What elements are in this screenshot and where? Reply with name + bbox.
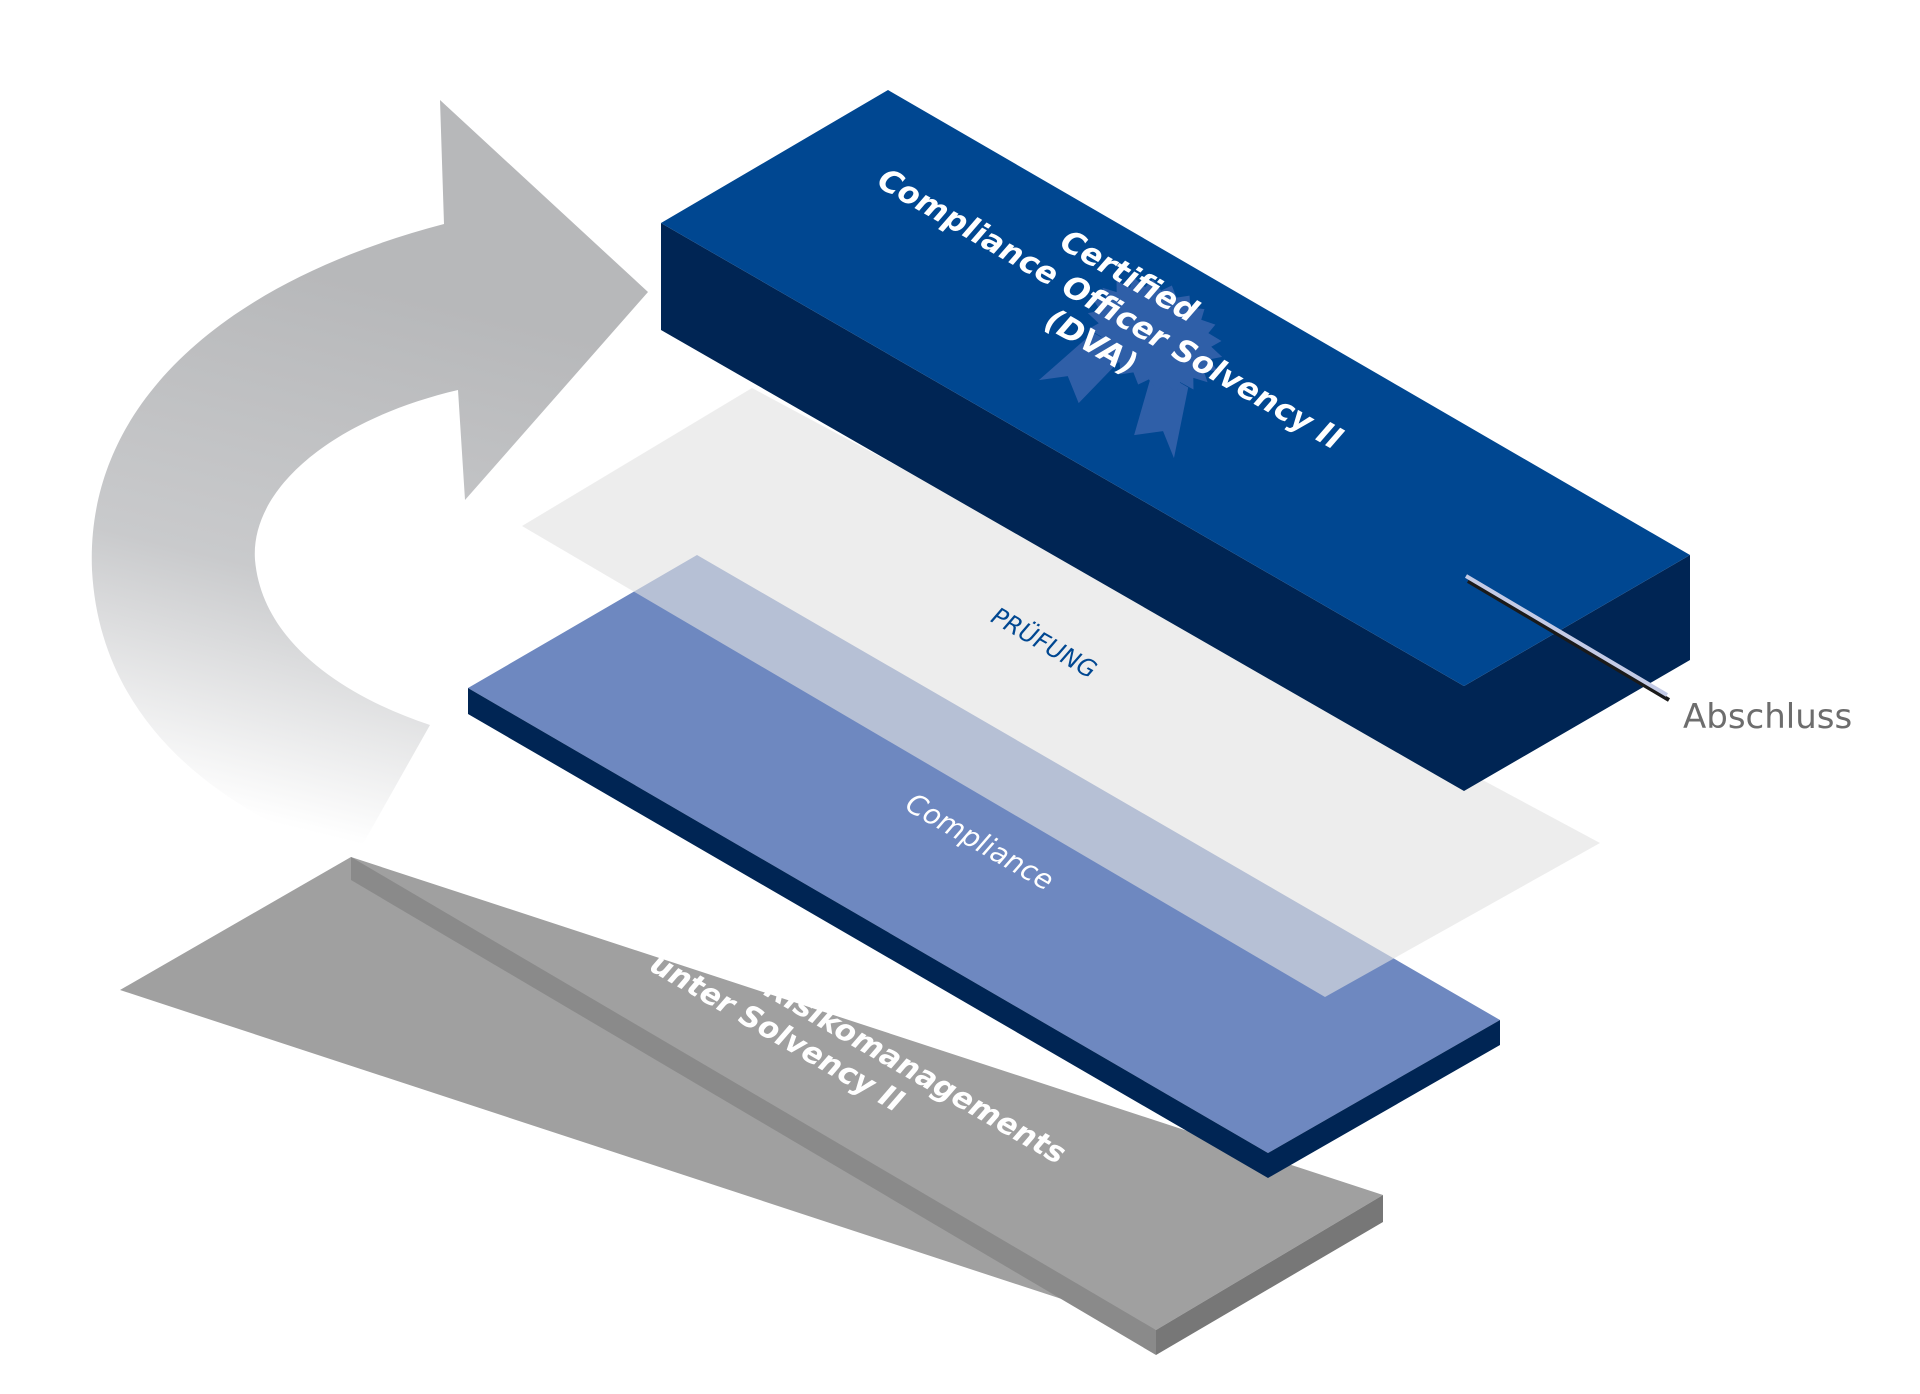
abschluss-label: Abschluss — [1683, 697, 1852, 737]
abschluss-pointer — [1464, 574, 1669, 697]
layer-pruefung: PRÜFUNG — [522, 388, 1600, 997]
layer-compliance-side — [1268, 1020, 1500, 1178]
layer-compliance-front — [468, 688, 1268, 1178]
layer-compliance-top — [468, 555, 1500, 1153]
layer-grundlagen-side — [1156, 1195, 1383, 1355]
layer-certified-front — [661, 223, 1464, 791]
layer-compliance: Compliance — [468, 555, 1500, 1178]
abschluss-pointer-shadow — [1466, 579, 1671, 702]
cycle-arrow-icon — [91, 100, 648, 858]
seal-icon — [1038, 277, 1223, 459]
abschluss-callout: Abschluss — [1464, 574, 1852, 737]
layer-pruefung-plane — [522, 388, 1600, 997]
layer-grundlagen-front — [351, 857, 1156, 1355]
layer-certified-side — [1464, 555, 1690, 791]
